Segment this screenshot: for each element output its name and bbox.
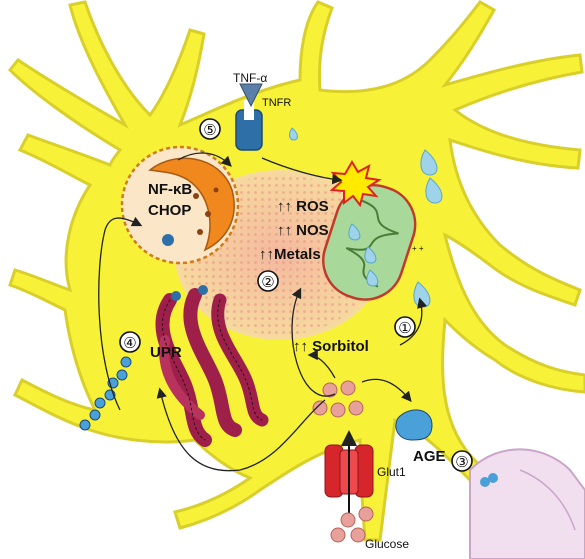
glut1-label: Glut1: [377, 465, 406, 479]
tnf-alpha-label: TNF-α: [233, 71, 267, 85]
mito-ion-label: + +: [412, 244, 424, 253]
svg-text:④: ④: [123, 334, 136, 352]
marker-1: ①: [395, 317, 415, 337]
marker-4: ④: [120, 332, 140, 352]
nfkb-label: NF-κB: [148, 181, 192, 198]
svg-text:①: ①: [398, 319, 411, 337]
svg-text:③: ③: [455, 453, 468, 471]
metals-label: ↑↑Metals: [259, 246, 321, 263]
chop-label: CHOP: [148, 202, 191, 219]
marker-5: ⑤: [200, 119, 220, 139]
blood-vessel: [470, 449, 585, 559]
glucose-label: Glucose: [365, 537, 409, 551]
svg-text:⑤: ⑤: [203, 121, 216, 139]
marker-3: ③: [452, 451, 472, 471]
sorbitol-label: ↑↑ Sorbitol: [293, 338, 369, 355]
age-label: AGE: [413, 448, 446, 465]
marker-2: ②: [258, 271, 278, 291]
svg-text:②: ②: [261, 273, 274, 291]
nos-label: ↑↑ NOS: [277, 222, 329, 239]
tnfr-label: TNFR: [262, 97, 291, 109]
ros-label: ↑↑ ROS: [277, 198, 329, 215]
upr-label: UPR: [150, 344, 182, 361]
